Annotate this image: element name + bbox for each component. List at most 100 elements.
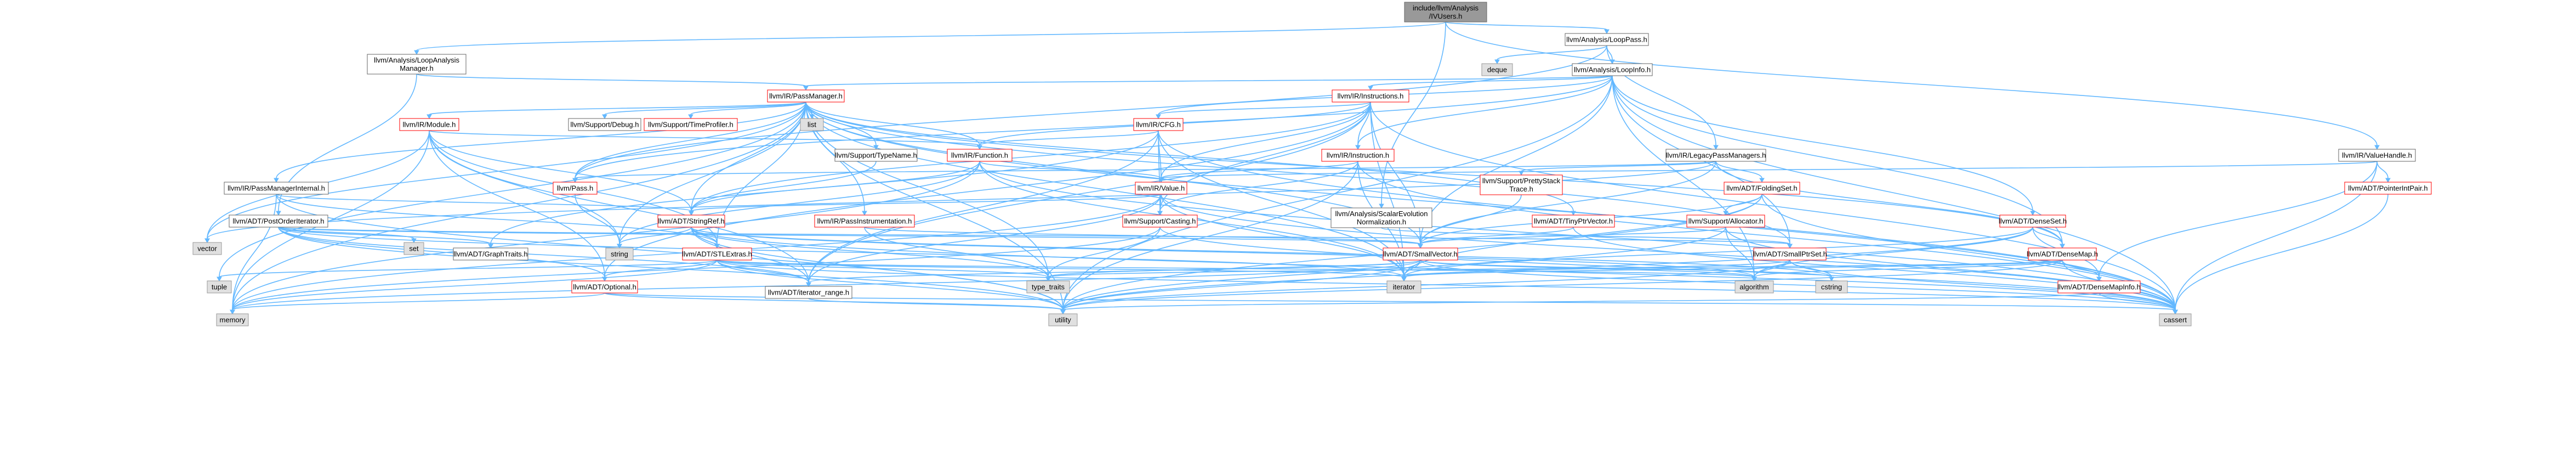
node-label-lam-line1: Manager.h bbox=[400, 64, 433, 72]
dependency-arrowhead-looppass-to-legacypm bbox=[1713, 145, 1719, 150]
node-smallvector[interactable]: llvm/ADT/SmallVector.h bbox=[1383, 247, 1458, 261]
dependency-edge-passmanager-to-module bbox=[429, 101, 806, 115]
node-value[interactable]: llvm/IR/Value.h bbox=[1135, 182, 1187, 195]
node-label-foldingset: llvm/ADT/FoldingSet.h bbox=[1726, 184, 1797, 193]
node-graphtraits[interactable]: llvm/ADT/GraphTraits.h bbox=[453, 247, 528, 261]
node-box-users bbox=[1404, 2, 1487, 22]
dependency-arrowhead-loopinfo-to-passmanager bbox=[803, 86, 809, 91]
dependency-edge-legacypm-to-smallvector bbox=[1420, 161, 1716, 245]
node-label-densemapinfo: llvm/ADT/DenseMapInfo.h bbox=[2057, 283, 2141, 291]
node-label-function: llvm/IR/Function.h bbox=[951, 151, 1008, 160]
node-label-casting: llvm/Support/Casting.h bbox=[1124, 217, 1196, 225]
dependency-edge-smallvector-to-cstring bbox=[1420, 259, 1832, 278]
node-tinyptr[interactable]: llvm/ADT/TinyPtrVector.h bbox=[1532, 215, 1615, 228]
node-box-vector bbox=[192, 242, 222, 255]
dependency-edge-instructions-to-instruction bbox=[1357, 101, 1371, 146]
dependency-arrowhead-allocator-to-smallvector bbox=[1418, 244, 1423, 249]
node-set: set bbox=[403, 242, 424, 255]
node-typename[interactable]: llvm/Support/TypeName.h bbox=[834, 149, 918, 162]
dependency-arrowhead-densemapinfo-to-utility bbox=[1060, 309, 1066, 315]
dependency-edge-scalarevo-to-smallptrset bbox=[1381, 227, 1790, 245]
node-stlextras[interactable]: llvm/ADT/STLExtras.h bbox=[682, 247, 752, 261]
dependency-arrowhead-valuehandle-to-value bbox=[1158, 178, 1164, 183]
node-legacypm[interactable]: llvm/IR/LegacyPassManagers.h bbox=[1665, 149, 1766, 162]
node-optional[interactable]: llvm/ADT/Optional.h bbox=[571, 280, 638, 294]
node-label-value: llvm/IR/Value.h bbox=[1138, 184, 1185, 193]
dependency-edge-instructions-to-stringref bbox=[691, 101, 1371, 212]
dependency-edge-loopinfo-to-denseset bbox=[1612, 75, 2033, 212]
node-box-stringref bbox=[657, 215, 725, 228]
node-densemapinfo[interactable]: llvm/ADT/DenseMapInfo.h bbox=[2057, 280, 2141, 294]
dependency-edge-stringref-to-string bbox=[619, 227, 692, 245]
node-densemap[interactable]: llvm/ADT/DenseMap.h bbox=[2027, 247, 2098, 261]
node-algorithm: algorithm bbox=[1735, 280, 1774, 294]
node-casting[interactable]: llvm/Support/Casting.h bbox=[1122, 215, 1198, 228]
node-passinstr[interactable]: llvm/IR/PassInstrumentation.h bbox=[814, 215, 915, 228]
dependency-edge-cfg-to-function bbox=[979, 130, 1159, 146]
node-box-smallvector bbox=[1383, 247, 1458, 261]
node-instruction[interactable]: llvm/IR/Instruction.h bbox=[1321, 149, 1395, 162]
dependency-edge-valuehandle-to-densemapinfo bbox=[2099, 161, 2378, 278]
dependency-arrowhead-loopinfo-to-denseset bbox=[2030, 211, 2035, 216]
node-allocator[interactable]: llvm/Support/Allocator.h bbox=[1686, 215, 1765, 228]
node-valuehandle[interactable]: llvm/IR/ValueHandle.h bbox=[2338, 149, 2416, 162]
dependency-arrowhead-postorder-to-graphtraits bbox=[488, 244, 493, 249]
node-box-foldingset bbox=[1724, 182, 1800, 195]
node-label-stringref: llvm/ADT/StringRef.h bbox=[658, 217, 724, 225]
node-timeprofiler[interactable]: llvm/Support/TimeProfiler.h bbox=[644, 118, 738, 131]
node-label-densemap: llvm/ADT/DenseMap.h bbox=[2027, 250, 2098, 258]
node-label-valuehandle: llvm/IR/ValueHandle.h bbox=[2342, 151, 2412, 160]
node-iterrange[interactable]: llvm/ADT/iterator_range.h bbox=[765, 286, 852, 299]
node-tuple: tuple bbox=[207, 280, 232, 294]
dependency-edge-instruction-to-value bbox=[1161, 161, 1358, 179]
node-label-pass: llvm/Pass.h bbox=[557, 184, 593, 193]
dependency-edge-smallptrset-to-utility bbox=[1062, 259, 1790, 311]
node-passmanager[interactable]: llvm/IR/PassManager.h bbox=[767, 89, 845, 103]
node-box-algorithm bbox=[1735, 280, 1774, 294]
node-postorder[interactable]: llvm/ADT/PostOrderIterator.h bbox=[229, 215, 328, 228]
dependency-edge-stlextras-to-utility bbox=[716, 259, 1064, 311]
node-pointerintpair[interactable]: llvm/ADT/PointerIntPair.h bbox=[2344, 182, 2432, 195]
dependency-edge-value-to-stringref bbox=[691, 194, 1162, 212]
node-box-iterrange bbox=[765, 286, 852, 299]
node-scalarevo[interactable]: llvm/Analysis/ScalarEvolutionNormalizati… bbox=[1330, 207, 1432, 228]
node-label-users-line1: /IVUsers.h bbox=[1429, 12, 1463, 20]
node-label-vector: vector bbox=[197, 245, 217, 253]
dependency-edge-stlextras-to-memory bbox=[232, 259, 718, 311]
dependency-arrowhead-users-to-looppass bbox=[1604, 29, 1610, 35]
node-label-cassert: cassert bbox=[2164, 316, 2187, 324]
node-module[interactable]: llvm/IR/Module.h bbox=[399, 118, 459, 131]
node-function[interactable]: llvm/IR/Function.h bbox=[947, 149, 1013, 162]
dependency-edge-lam-to-passmanager bbox=[416, 74, 806, 87]
dependency-arrowhead-valuehandle-to-pointerintpair bbox=[2385, 178, 2391, 183]
node-label-legacypm: llvm/IR/LegacyPassManagers.h bbox=[1666, 151, 1766, 160]
node-memory: memory bbox=[216, 313, 249, 326]
dependency-arrowhead-smallvector-to-iterrange bbox=[806, 282, 811, 287]
dependency-arrowhead-stringref-to-string bbox=[617, 244, 622, 249]
dependency-edge-allocator-to-smallvector bbox=[1420, 227, 1726, 245]
dependency-edge-smallvector-to-typetraits bbox=[1048, 259, 1421, 278]
dependency-arrowhead-users-to-lam bbox=[414, 50, 419, 55]
dependency-edge-users-to-valuehandle bbox=[1445, 21, 2378, 146]
node-instructions[interactable]: llvm/IR/Instructions.h bbox=[1332, 89, 1409, 103]
dependency-edge-passinstr-to-smallvector bbox=[864, 227, 1421, 245]
node-loopinfo[interactable]: llvm/Analysis/LoopInfo.h bbox=[1572, 63, 1653, 76]
node-smallptrset[interactable]: llvm/ADT/SmallPtrSet.h bbox=[1753, 247, 1827, 261]
node-looppass[interactable]: llvm/Analysis/LoopPass.h bbox=[1565, 33, 1649, 46]
node-pass[interactable]: llvm/Pass.h bbox=[553, 182, 598, 195]
node-denseset[interactable]: llvm/ADT/DenseSet.h bbox=[1999, 215, 2067, 228]
node-stringref[interactable]: llvm/ADT/StringRef.h bbox=[657, 215, 725, 228]
node-cfg[interactable]: llvm/IR/CFG.h bbox=[1133, 118, 1184, 131]
node-cstring: cstring bbox=[1815, 280, 1848, 294]
node-foldingset[interactable]: llvm/ADT/FoldingSet.h bbox=[1724, 182, 1800, 195]
node-box-cstring bbox=[1815, 280, 1848, 294]
dependency-arrowhead-denseset-to-densemap bbox=[2060, 244, 2065, 249]
node-pminternal[interactable]: llvm/IR/PassManagerInternal.h bbox=[224, 182, 329, 195]
dependency-edge-stlextras-to-iterator bbox=[716, 259, 1404, 278]
dependency-arrowhead-legacypm-to-foldingset bbox=[1759, 178, 1765, 183]
node-box-memory bbox=[216, 313, 249, 326]
node-users[interactable]: include/llvm/Analysis/IVUsers.h bbox=[1404, 2, 1487, 22]
node-debug[interactable]: llvm/Support/Debug.h bbox=[568, 118, 641, 131]
